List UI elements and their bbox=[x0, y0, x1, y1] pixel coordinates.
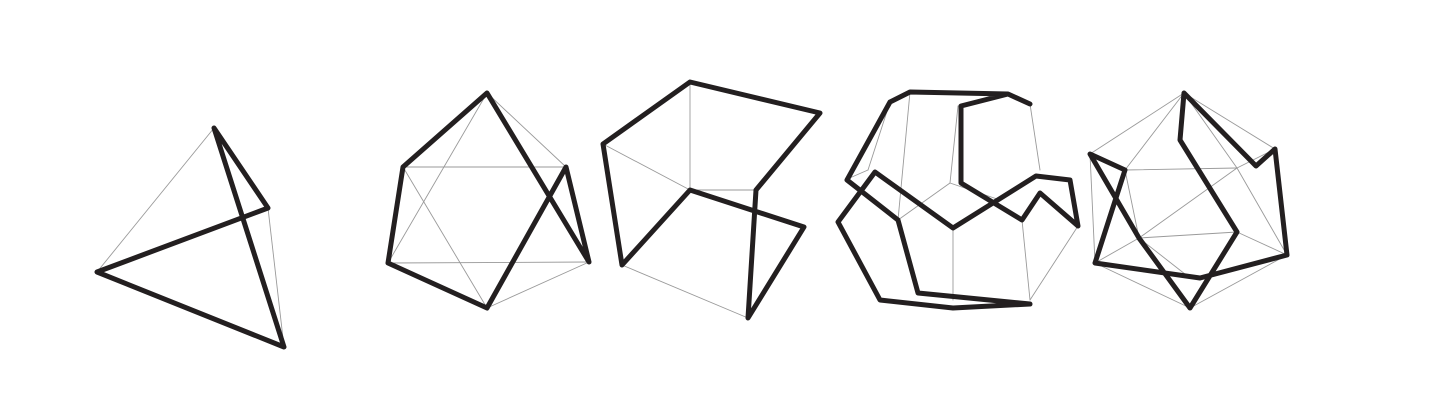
octahedron-hamiltonian-path bbox=[385, 90, 592, 311]
cube-hamiltonian-path bbox=[600, 79, 823, 321]
icosahedron-hamiltonian-path bbox=[1087, 90, 1290, 311]
dodecahedron-figure bbox=[835, 89, 1081, 311]
dodecahedron-hamiltonian-path bbox=[835, 89, 1081, 311]
tetrahedron-wireframe bbox=[96, 127, 285, 348]
tetrahedron-hamiltonian-path bbox=[94, 125, 287, 350]
cube-figure bbox=[600, 79, 823, 321]
octahedron-figure bbox=[385, 90, 592, 311]
icosahedron-figure bbox=[1087, 90, 1290, 311]
tetrahedron-figure bbox=[94, 125, 287, 350]
